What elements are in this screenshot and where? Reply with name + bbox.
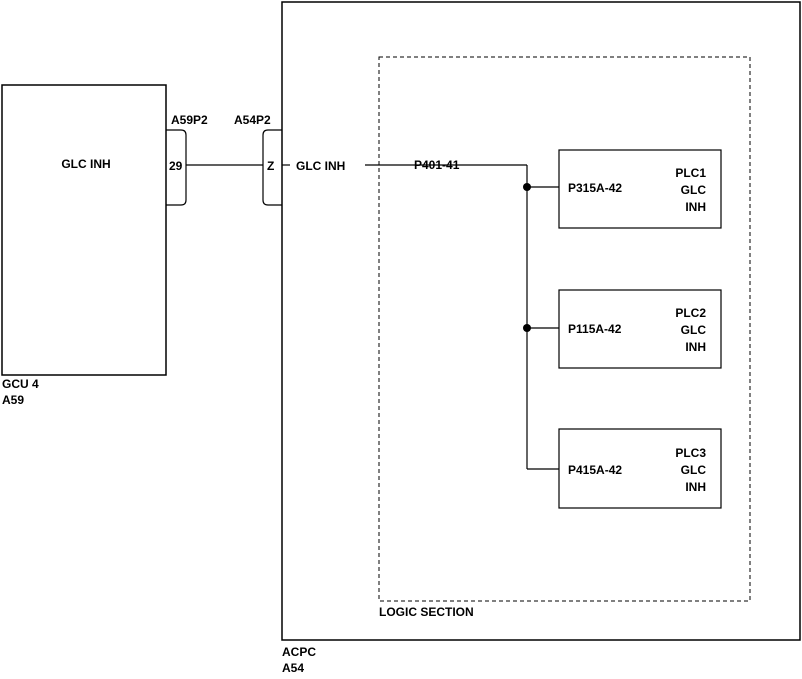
bus-label: P401-41 (414, 158, 460, 172)
a54p2-label: A54P2 (234, 113, 271, 127)
a59p2-pin: 29 (169, 159, 183, 173)
plc2-box (558, 289, 722, 369)
a59p2-label: A59P2 (171, 113, 208, 127)
gcu-inner-label: GLC INH (61, 157, 110, 171)
plc2-line3: INH (685, 340, 706, 354)
plc3-line1: PLC3 (675, 446, 706, 460)
a59p2-connector-shell (166, 129, 187, 206)
acpc-box (281, 1, 801, 641)
plc3-box (558, 428, 722, 509)
plc3-pin: P415A-42 (568, 463, 622, 477)
a54p2-pin: Z (267, 159, 274, 173)
plc2-line1: PLC2 (675, 306, 706, 320)
plc1-line2: GLC (681, 183, 707, 197)
acpc-signal-label: GLC INH (296, 159, 345, 173)
a54p2-connector-shell (262, 129, 282, 206)
plc3-line2: GLC (681, 463, 707, 477)
plc1-line3: INH (685, 200, 706, 214)
logic-section-label: LOGIC SECTION (379, 605, 474, 619)
gcu-box (1, 84, 167, 376)
acpc-name-line1: ACPC (282, 645, 316, 659)
plc3-line3: INH (685, 480, 706, 494)
plc1-line1: PLC1 (675, 166, 706, 180)
plc2-line2: GLC (681, 323, 707, 337)
plc2-pin: P115A-42 (568, 322, 622, 336)
logic-section-box (378, 56, 751, 602)
gcu-name-line2: A59 (2, 393, 24, 407)
plc1-box (558, 149, 722, 229)
gcu-name-line1: GCU 4 (2, 377, 39, 391)
acpc-name-line2: A54 (282, 661, 304, 675)
plc1-pin: P315A-42 (568, 181, 622, 195)
